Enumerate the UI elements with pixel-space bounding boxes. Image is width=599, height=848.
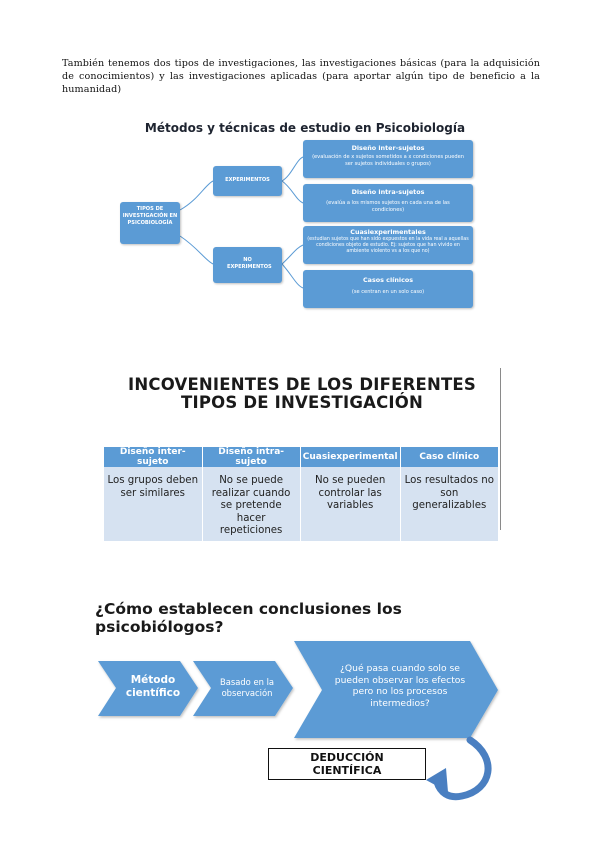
step-metodo: Método científico [125, 674, 181, 699]
connector-experimentos-inter [281, 156, 304, 182]
connector-root-experimentos [179, 180, 214, 211]
connector-experimentos-intra [281, 180, 304, 204]
leaf-title: Casos clínicos [362, 276, 414, 284]
root-box: TIPOS DE INVESTIGACIÓN EN PSICOBIOLOGÍA [120, 202, 180, 244]
leaf-desc: (evalúa a los mismos sujetos en cada una… [326, 200, 450, 213]
leaf-casos-clinicos: Casos clínicos (se centran en un solo ca… [303, 270, 473, 308]
chevron-observacion [193, 661, 293, 716]
step-observacion: Basado en la observación [219, 677, 275, 698]
table-cell: Los grupos deben ser similares [104, 467, 203, 541]
deduccion-box: DEDUCCIÓN CIENTÍFICA [268, 748, 426, 780]
connector-no-experimentos-casos [281, 263, 304, 289]
conclusiones-title: ¿Cómo establecen conclusiones los psicob… [95, 600, 402, 636]
table-cell: No se pueden controlar las variables [300, 467, 401, 541]
connector-root-no-experimentos [179, 235, 214, 265]
inconvenientes-table: Diseño inter-sujeto Diseño intra-sujeto … [104, 447, 500, 541]
leaf-title: Diseño intra-sujetos [351, 188, 425, 196]
panel-divider [500, 368, 501, 530]
arrow-head-icon [426, 768, 448, 792]
leaf-desc: (evaluación de x sujetos sometidos a x c… [312, 154, 464, 167]
experimentos-label: EXPERIMENTOS [225, 177, 270, 183]
no-experimentos-label: NO EXPERIMENTOS [227, 257, 272, 270]
leaf-intra-sujetos: Diseño intra-sujetos (evalúa a los mismo… [303, 184, 473, 222]
intro-paragraph: También tenemos dos tipos de investigaci… [62, 58, 540, 95]
table-header-cell: Diseño intra-sujeto [202, 447, 301, 467]
leaf-cuasiexperimentales: Cuasiexperimentales (estudian sujetos qu… [303, 226, 473, 264]
leaf-title: Diseño inter-sujetos [351, 144, 425, 152]
curved-arrow-icon [433, 736, 492, 801]
no-experimentos-box: NO EXPERIMENTOS [213, 247, 282, 283]
leaf-desc: (se centran en un solo caso) [351, 289, 425, 295]
step-pregunta: ¿Qué pasa cuando solo se pueden observar… [334, 663, 466, 709]
table-header-row: Diseño inter-sujeto Diseño intra-sujeto … [104, 447, 500, 467]
table-cell: No se puede realizar cuando se pretende … [202, 467, 301, 541]
root-label: TIPOS DE INVESTIGACIÓN EN PSICOBIOLOGÍA [122, 206, 178, 226]
leaf-title: Cuasiexperimentales [350, 228, 426, 236]
table-cell: Los resultados no son generalizables [400, 467, 500, 541]
leaf-inter-sujetos: Diseño inter-sujetos (evaluación de x su… [303, 140, 473, 178]
inconvenientes-title: INCOVENIENTES DE LOS DIFERENTES TIPOS DE… [128, 375, 476, 412]
chevron-metodo [98, 661, 198, 716]
table-header-cell: Caso clínico [400, 447, 500, 467]
chevron-pregunta [294, 641, 498, 738]
diagram-title: Métodos y técnicas de estudio en Psicobi… [144, 121, 466, 135]
experimentos-box: EXPERIMENTOS [213, 166, 282, 196]
leaf-desc: (estudian sujetos que han sido expuestos… [307, 237, 469, 255]
table-header-cell: Cuasiexperimental [300, 447, 401, 467]
table-row: Los grupos deben ser similares No se pue… [104, 467, 500, 541]
connector-no-experimentos-cuasi [281, 244, 304, 265]
table-header-cell: Diseño inter-sujeto [104, 447, 203, 467]
deduccion-label: DEDUCCIÓN CIENTÍFICA [310, 751, 384, 777]
